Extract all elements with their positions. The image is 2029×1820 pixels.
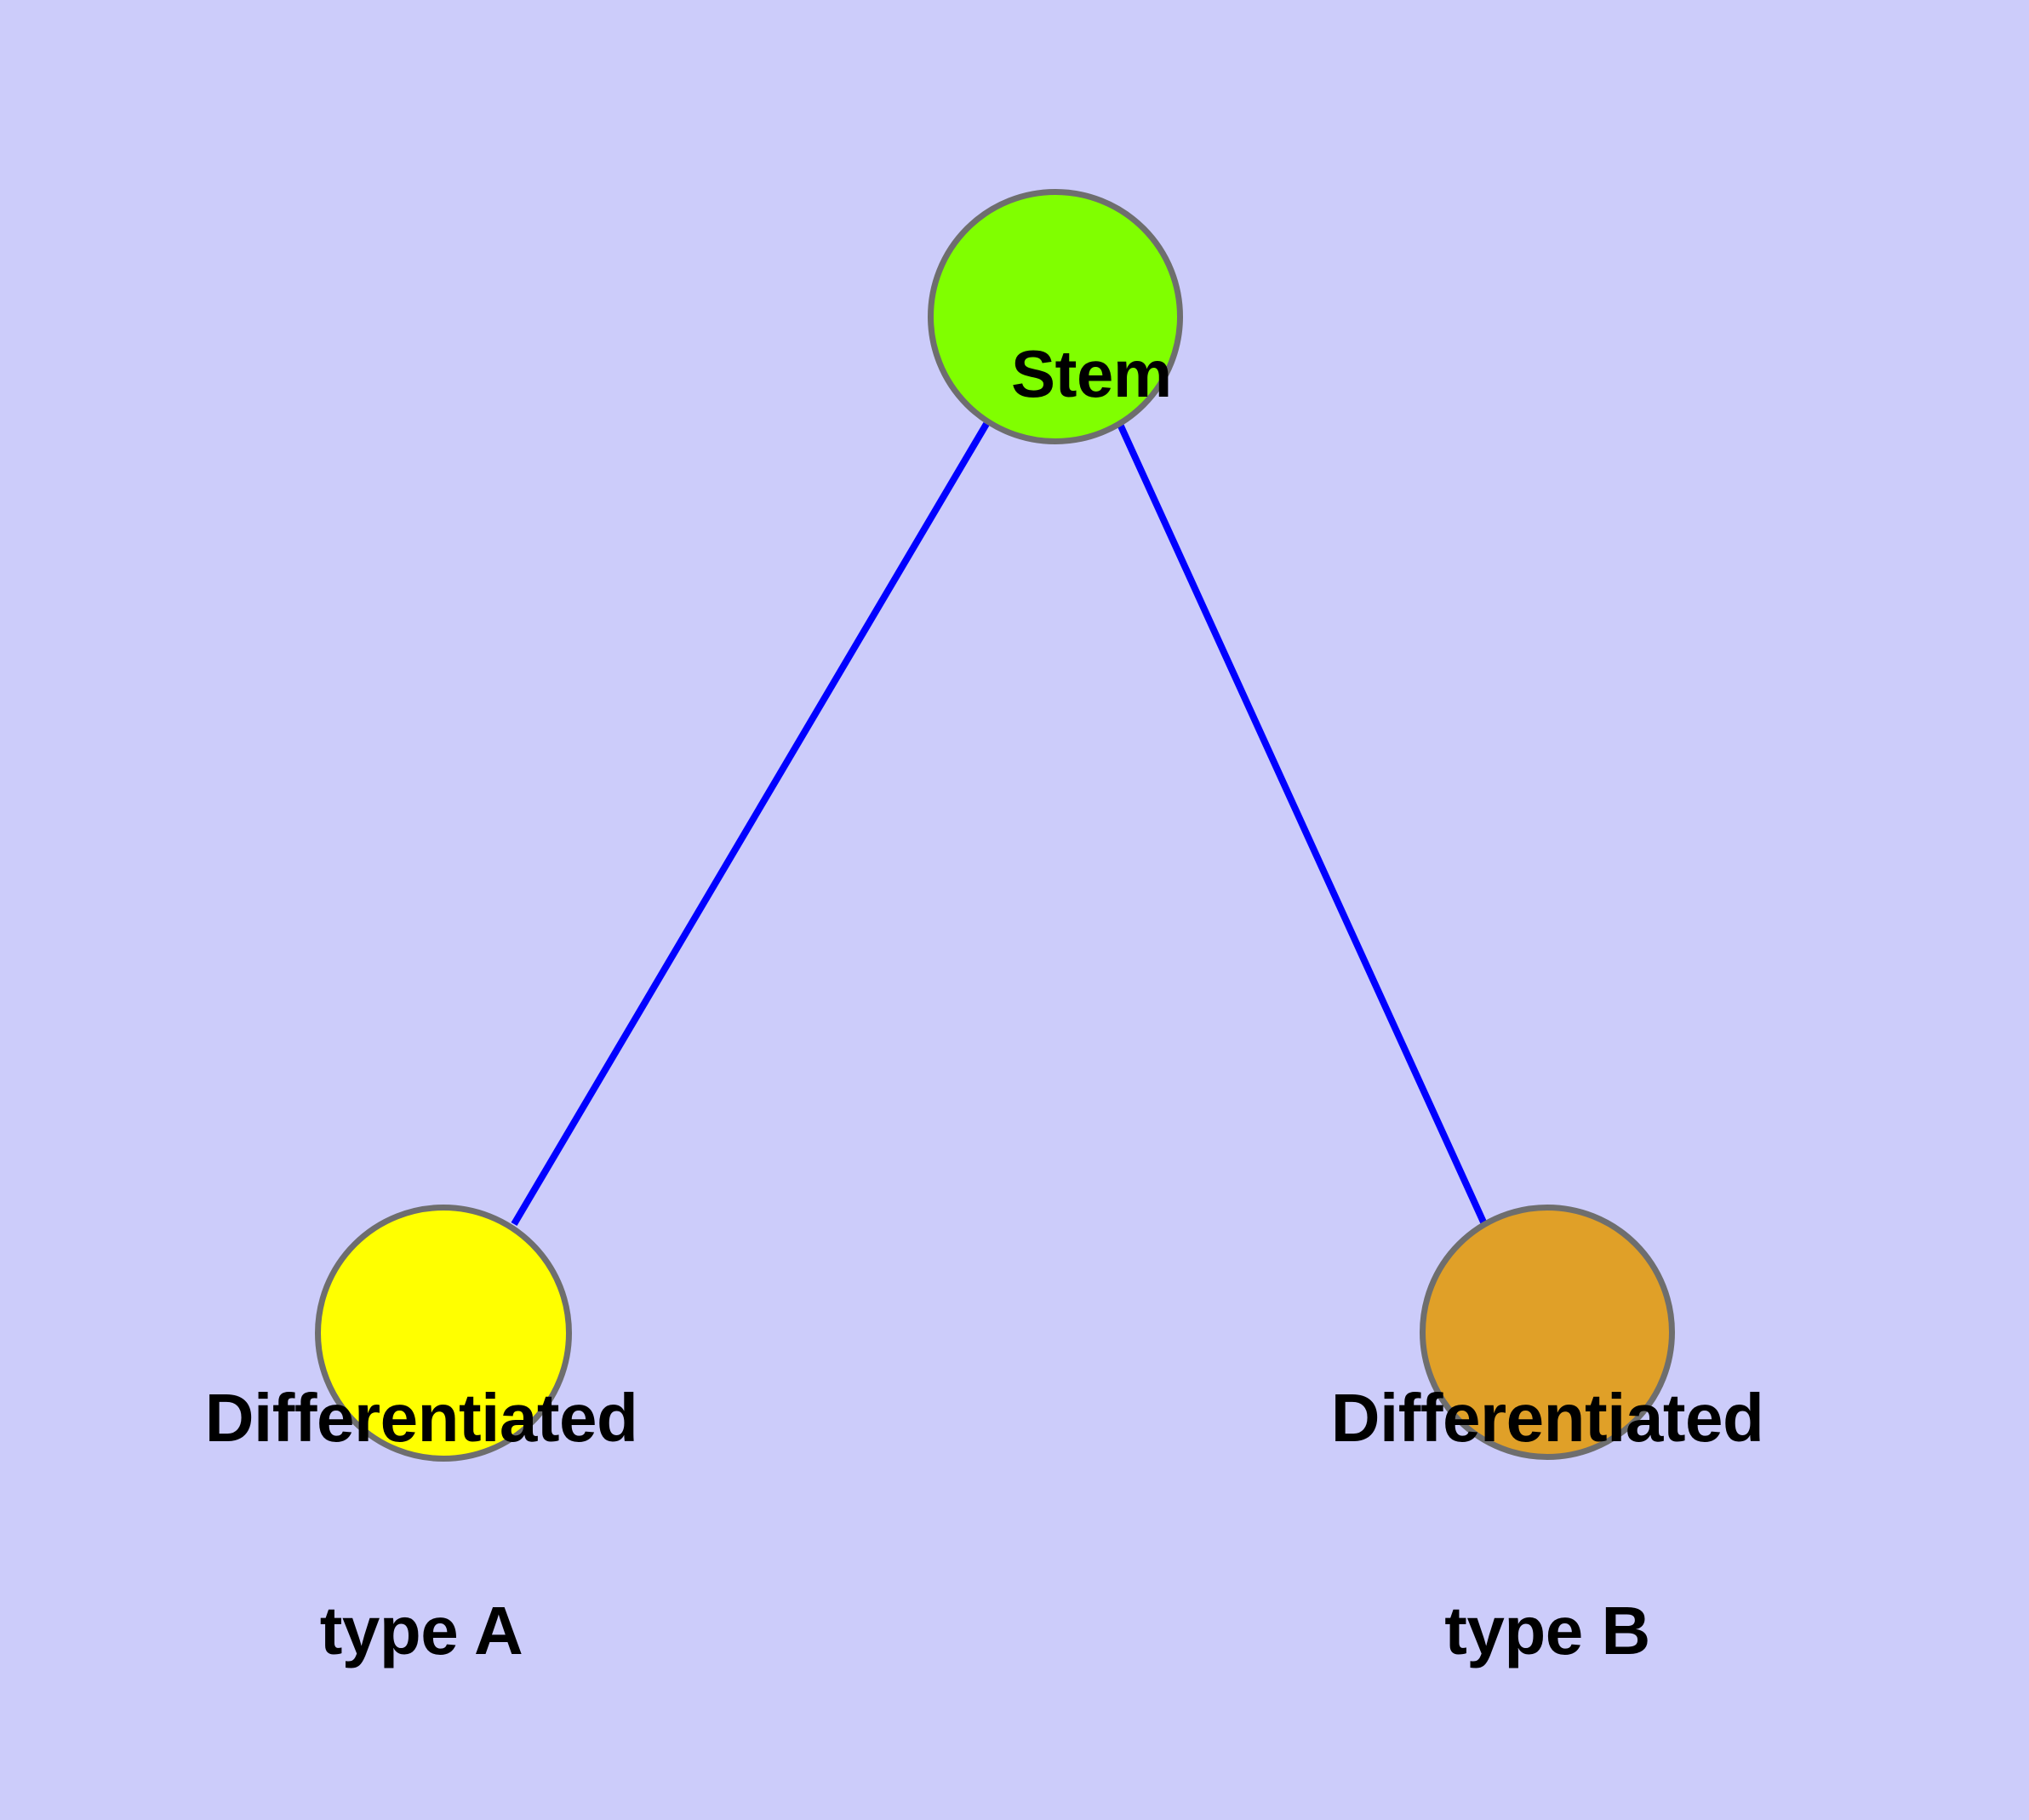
node-stem[interactable] <box>928 189 1183 444</box>
node-stem-label-line-1: Stem <box>1010 336 1172 412</box>
node-differentiated-type-a-label: Differentiated type A <box>123 1241 719 1808</box>
node-differentiated-type-a[interactable] <box>315 1205 572 1462</box>
node-type-b-label-line-1: Differentiated <box>1330 1380 1764 1457</box>
node-type-a-label-line-2: type A <box>319 1592 523 1668</box>
edge-stem-to-type-a <box>511 421 990 1227</box>
node-type-b-label-line-2: type B <box>1444 1592 1650 1668</box>
node-differentiated-type-b[interactable] <box>1420 1205 1675 1460</box>
node-stem-label: Stem <box>885 271 1226 478</box>
node-differentiated-type-b-label: Differentiated type B <box>1249 1241 1845 1808</box>
edge-stem-to-type-b <box>1115 419 1489 1228</box>
node-type-a-label-line-1: Differentiated <box>204 1380 638 1457</box>
